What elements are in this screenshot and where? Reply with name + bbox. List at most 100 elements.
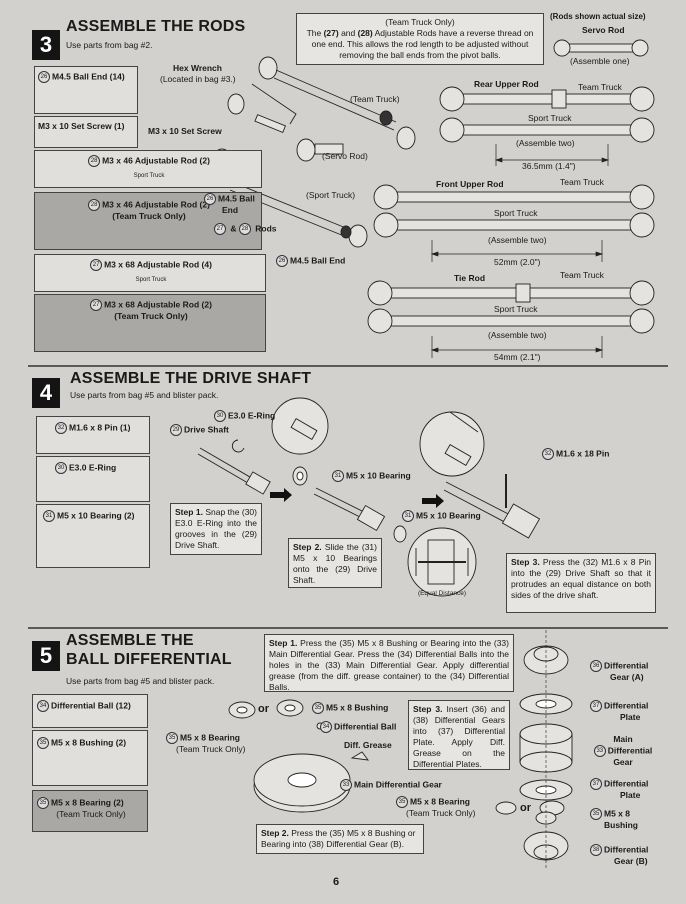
drive-shaft-exploded <box>197 439 541 543</box>
diff-exploded-right <box>519 645 573 861</box>
front-dimension: 52mm (2.0") <box>494 257 541 267</box>
team-truck-callout: (Team Truck) <box>350 94 400 104</box>
equal-distance-diagram <box>407 527 477 597</box>
step5-instruction-3: Step 3. Insert (36) and (38) Differentia… <box>408 700 510 770</box>
part-number: 32 <box>55 422 67 434</box>
detail-circle-step1 <box>271 397 485 477</box>
part-number: 28 <box>88 155 101 167</box>
rods-actual-size-note: (Rods shown actual size) <box>550 12 646 21</box>
servo-rod-sub: (Assemble one) <box>570 56 630 66</box>
part-tag: Sport Truck <box>135 277 167 283</box>
step-number-3: 3 <box>32 30 60 60</box>
part-number: 30 <box>55 462 67 474</box>
tie-rod-dimension <box>430 336 604 358</box>
step-5-title-line1: ASSEMBLE THE <box>66 632 194 649</box>
arrow-icon <box>270 488 444 508</box>
part-label-sub: (Team Truck Only) <box>112 211 186 221</box>
step4-instruction-1: Step 1. Snap the (30) E3.0 E-Ring into t… <box>170 503 262 555</box>
set-screw-callout: M3 x 10 Set Screw <box>148 126 222 136</box>
sport-truck-callout: (Sport Truck) <box>306 190 356 200</box>
part-number: 27 <box>90 299 103 311</box>
hex-wrench-label: Hex Wrench <box>173 63 222 73</box>
part-label: M3 x 46 Adjustable Rod (2) <box>102 155 210 166</box>
part-label: Differential Ball (12) <box>51 700 131 711</box>
front-upper-rod-title: Front Upper Rod <box>436 179 504 189</box>
equal-distance-label: (Equal Distance) <box>418 590 467 597</box>
part-number: 34 <box>37 700 49 712</box>
diff-grease-callout: Diff. Grease <box>344 740 392 750</box>
step-number-4: 4 <box>32 378 60 408</box>
rear-rod-dimension <box>494 144 610 166</box>
step-5-title-line2: BALL DIFFERENTIAL <box>66 651 232 668</box>
step4-instruction-2: Step 2. Slide the (31) M5 x 10 Bearings … <box>288 538 382 588</box>
part-label: M3 x 68 Adjustable Rod (2) <box>104 299 212 310</box>
part-number: 26 <box>38 71 50 83</box>
front-sport-truck: Sport Truck <box>494 208 538 218</box>
bearing-callout-sub: (Team Truck Only) <box>176 744 246 754</box>
rear-assemble: (Assemble two) <box>516 138 575 148</box>
front-assemble: (Assemble two) <box>488 235 547 245</box>
part-label: M1.6 x 8 Pin (1) <box>69 422 131 433</box>
page-number: 6 <box>333 876 340 888</box>
front-rod-dimension <box>430 240 604 262</box>
team-truck-note: (Team Truck Only) The (27) and (28) Adju… <box>296 13 544 65</box>
step-3-subtitle: Use parts from bag #2. <box>66 40 153 50</box>
step5-instruction-2: Step 2. Press the (35) M5 x 8 Bushing or… <box>256 824 424 854</box>
step5-instruction-1: Step 1. Press the (35) M5 x 8 Bushing or… <box>264 634 514 692</box>
or-label-1: or <box>258 703 269 715</box>
tie-dimension: 54mm (2.1") <box>494 352 541 362</box>
part-label: M5 x 10 Bearing (2) <box>57 510 135 521</box>
rear-sport-truck: Sport Truck <box>528 113 572 123</box>
tie-rod-title: Tie Rod <box>454 273 486 283</box>
rear-upper-rod-drawing <box>439 86 655 143</box>
rear-team-truck: Team Truck <box>578 82 622 92</box>
part-label: M5 x 8 Bearing (2) <box>51 797 124 808</box>
servo-rod-drawing <box>553 39 649 57</box>
part-number: 28 <box>88 199 101 211</box>
part-number: 35 <box>37 797 49 809</box>
part-label: E3.0 E-Ring <box>69 462 117 473</box>
servo-rod-callout: (Servo Rod) <box>322 151 368 161</box>
part-label: M4.5 Ball End (14) <box>52 71 125 82</box>
front-upper-rod-drawing <box>373 184 655 238</box>
rear-upper-rod-title: Rear Upper Rod <box>474 79 539 89</box>
step-3-title: ASSEMBLE THE RODS <box>66 18 246 35</box>
part-number: 31 <box>43 510 55 522</box>
diff-exploded-left <box>228 699 565 816</box>
or-label-2: or <box>520 802 531 814</box>
rods-callout: 27 & 28 Rods <box>214 223 277 235</box>
part-box-set-screw: M3 x 10 Set Screw (1) <box>34 116 138 148</box>
step-5-subtitle: Use parts from bag #5 and blister pack. <box>66 676 215 686</box>
step-4-title: ASSEMBLE THE DRIVE SHAFT <box>70 370 312 387</box>
tie-assemble: (Assemble two) <box>488 330 547 340</box>
step-number-5: 5 <box>32 641 60 671</box>
step4-instruction-3: Step 3. Press the (32) M1.6 x 8 Pin into… <box>506 553 656 613</box>
